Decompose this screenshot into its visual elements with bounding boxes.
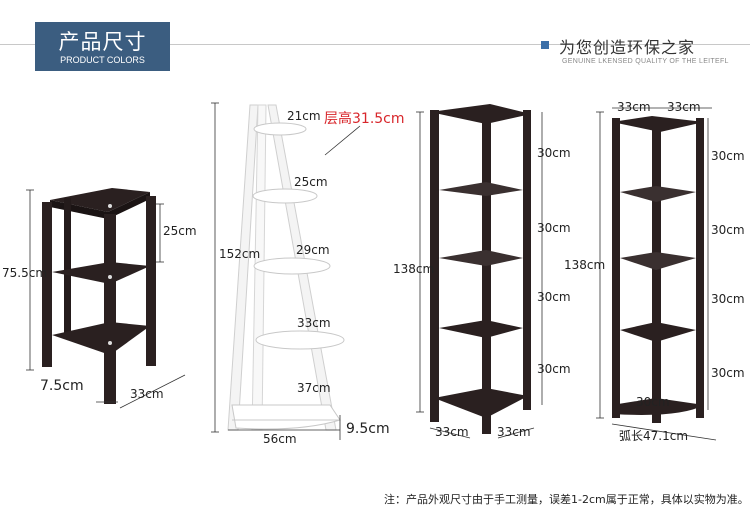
section-badge: 产品尺寸 PRODUCT COLORS xyxy=(35,22,170,71)
corner-shelf-gap-3-label: 30cm xyxy=(711,292,745,306)
ladder-layer-height-label: 层高31.5cm xyxy=(324,111,405,127)
stool-leg-label: 7.5cm xyxy=(40,378,84,394)
ladder-width-2-label: 25cm xyxy=(294,175,328,189)
tall-shelf-side-b-label: 33cm xyxy=(497,425,531,439)
ladder-width-4-label: 33cm xyxy=(297,316,331,330)
tall-shelf-gap-4-label: 30cm xyxy=(537,362,571,376)
tall-shelf-height-label: 138cm xyxy=(393,262,435,276)
tall-shelf-gap-2-label: 30cm xyxy=(537,221,571,235)
ladder-height-label: 152cm xyxy=(219,247,261,261)
stool-height-label: 75.5cm xyxy=(2,266,48,280)
slogan-square-icon xyxy=(541,41,549,49)
ladder-width-5-label: 37cm xyxy=(297,381,331,395)
corner-shelf-top-a-label: 33cm xyxy=(617,100,651,114)
measurement-note: 注：产品外观尺寸由于手工测量，误差1-2cm属于正常，具体以实物为准。 xyxy=(384,493,749,506)
slogan: 为您创造环保之家 xyxy=(559,38,696,57)
tall-shelf-side-a-label: 33cm xyxy=(435,425,469,439)
product-stool-image xyxy=(42,188,156,404)
header-divider xyxy=(0,44,750,45)
product-corner-shelf-image xyxy=(612,116,704,423)
tall-shelf-gap-1-label: 30cm xyxy=(537,146,571,160)
corner-shelf-arc-label: 弧长47.1cm xyxy=(619,429,689,443)
badge-subtitle: PRODUCT COLORS xyxy=(60,55,145,65)
corner-shelf-gap-2-label: 30cm xyxy=(711,223,745,237)
stool-side-label: 33cm xyxy=(130,387,164,401)
badge-title: 产品尺寸 xyxy=(58,30,147,54)
ladder-width-1-label: 21cm xyxy=(287,109,321,123)
corner-shelf-gap-1-label: 30cm xyxy=(711,149,745,163)
ladder-foot-label: 9.5cm xyxy=(346,421,390,437)
corner-shelf-gap-4-label: 30cm xyxy=(711,366,745,380)
corner-shelf-top-b-label: 33cm xyxy=(667,100,701,114)
corner-shelf-height-label: 138cm xyxy=(564,258,606,272)
product-ladder-image xyxy=(227,104,345,431)
ladder-base-label: 56cm xyxy=(263,432,297,446)
slogan-subtitle: GENUINE LKENSED QUALITY OF THE LEITEFL xyxy=(562,58,729,65)
stool-tier-label: 25cm xyxy=(163,224,197,238)
ladder-width-3-label: 29cm xyxy=(296,243,330,257)
tall-shelf-gap-3-label: 30cm xyxy=(537,290,571,304)
product-tall-shelf-image xyxy=(430,104,531,434)
corner-shelf-inner-label: 30cm xyxy=(636,395,670,409)
